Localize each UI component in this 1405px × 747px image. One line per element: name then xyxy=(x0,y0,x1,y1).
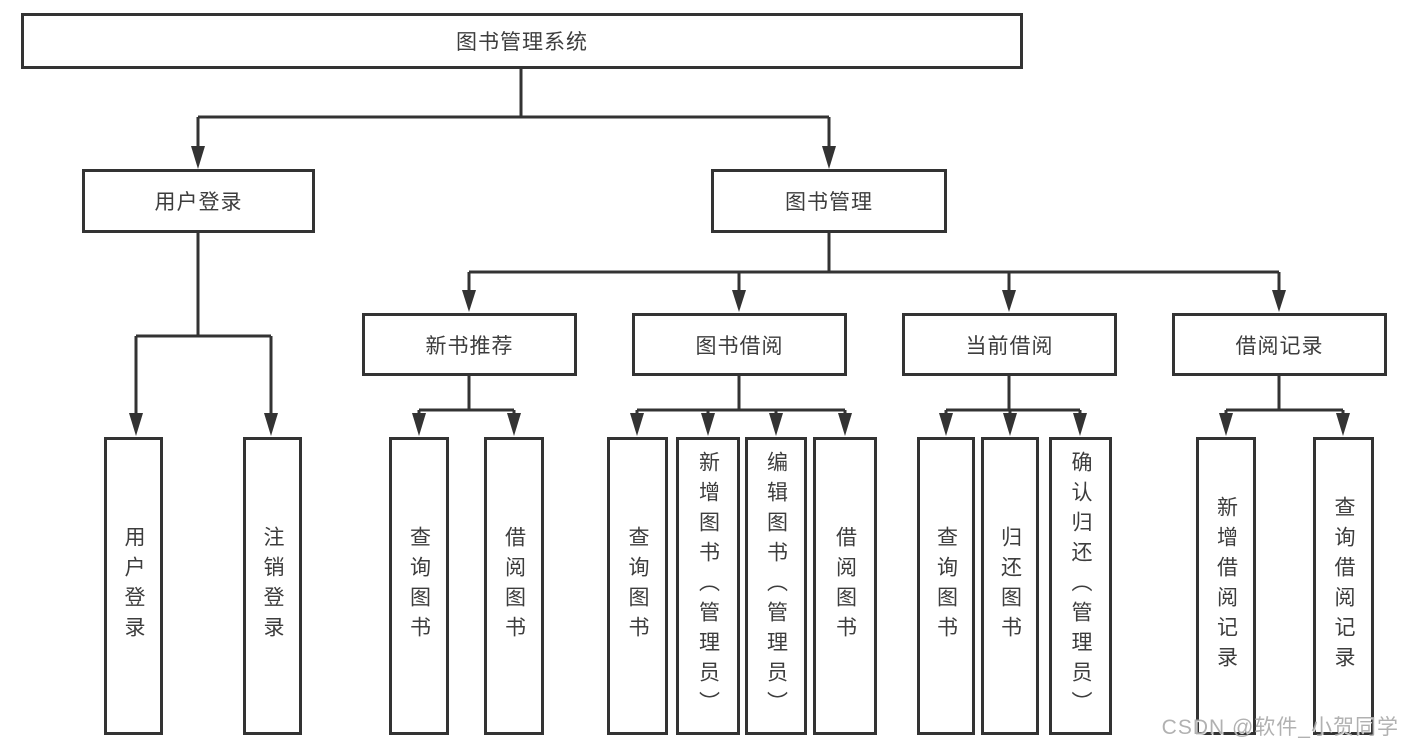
node-user-login-label: 用户登录 xyxy=(154,191,243,214)
node-book-management-label: 图书管理 xyxy=(785,191,873,214)
leaf-return-books-label: 归还图书 xyxy=(998,526,1022,646)
leaf-query-books-recommend: 查询图书 xyxy=(389,437,449,735)
watermark-text: CSDN @软件_小贺同学 xyxy=(1161,716,1399,739)
node-new-book-recommend: 新书推荐 xyxy=(362,313,577,376)
node-root-label: 图书管理系统 xyxy=(456,31,588,54)
node-book-management: 图书管理 xyxy=(711,169,947,233)
leaf-add-borrow-record-label: 新增借阅记录 xyxy=(1214,496,1238,676)
leaf-borrow-books-recommend: 借阅图书 xyxy=(484,437,544,735)
leaf-user-login: 用户登录 xyxy=(104,437,163,735)
leaf-return-books: 归还图书 xyxy=(981,437,1039,735)
leaf-add-borrow-record: 新增借阅记录 xyxy=(1196,437,1256,735)
node-book-borrow: 图书借阅 xyxy=(632,313,847,376)
leaf-edit-book-admin: 编辑图书（管理员） xyxy=(745,437,807,735)
leaf-add-book-admin-label: 新增图书（管理员） xyxy=(696,451,720,721)
node-user-login: 用户登录 xyxy=(82,169,315,233)
node-borrow-records: 借阅记录 xyxy=(1172,313,1387,376)
leaf-confirm-return-admin-label: 确认归还（管理员） xyxy=(1069,451,1092,721)
leaf-borrow-books-recommend-label: 借阅图书 xyxy=(502,526,526,646)
leaf-confirm-return-admin: 确认归还（管理员） xyxy=(1049,437,1112,735)
leaf-add-book-admin: 新增图书（管理员） xyxy=(676,437,740,735)
leaf-query-books-borrow: 查询图书 xyxy=(607,437,668,735)
leaf-logout-label: 注销登录 xyxy=(261,526,284,646)
leaf-query-books-current-label: 查询图书 xyxy=(934,526,958,646)
node-current-borrow-label: 当前借阅 xyxy=(965,334,1054,358)
leaf-user-login-label: 用户登录 xyxy=(122,526,145,646)
node-current-borrow: 当前借阅 xyxy=(902,313,1117,376)
node-book-borrow-label: 图书借阅 xyxy=(695,334,784,358)
leaf-query-borrow-record: 查询借阅记录 xyxy=(1313,437,1374,735)
leaf-query-borrow-record-label: 查询借阅记录 xyxy=(1332,496,1355,676)
node-new-book-recommend-label: 新书推荐 xyxy=(425,334,514,358)
leaf-borrow-books: 借阅图书 xyxy=(813,437,877,735)
node-root: 图书管理系统 xyxy=(21,13,1023,69)
leaf-query-books-borrow-label: 查询图书 xyxy=(626,526,649,646)
leaf-edit-book-admin-label: 编辑图书（管理员） xyxy=(764,451,788,721)
leaf-query-books-current: 查询图书 xyxy=(917,437,975,735)
node-borrow-records-label: 借阅记录 xyxy=(1235,334,1324,358)
leaf-query-books-recommend-label: 查询图书 xyxy=(407,526,431,646)
arrowhead-icons xyxy=(129,146,1350,436)
leaf-logout: 注销登录 xyxy=(243,437,302,735)
leaf-borrow-books-label: 借阅图书 xyxy=(833,526,857,646)
